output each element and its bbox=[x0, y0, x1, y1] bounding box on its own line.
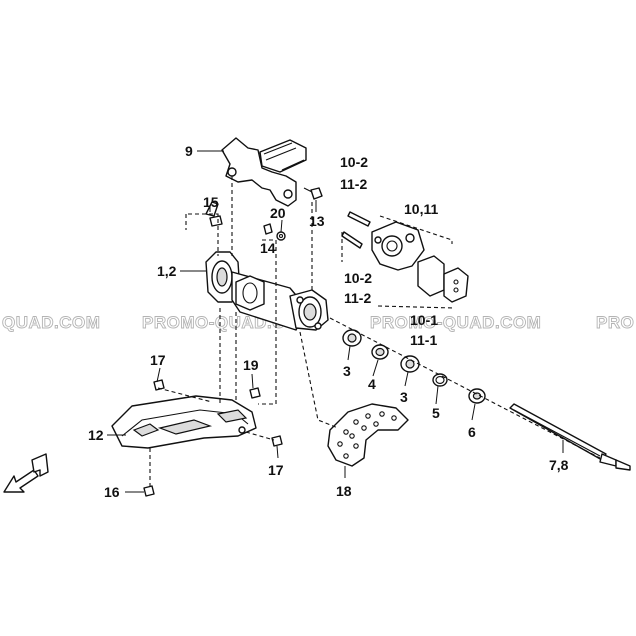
label-part-17-top: 17 bbox=[150, 352, 166, 368]
label-part-11-2-top: 11-2 bbox=[340, 176, 367, 192]
label-part-12: 12 bbox=[88, 427, 104, 443]
label-part-16: 16 bbox=[104, 484, 120, 500]
label-part-10-1: 10-1 bbox=[410, 312, 438, 328]
label-part-11-2-mid: 11-2 bbox=[344, 290, 371, 306]
label-part-10-11: 10,11 bbox=[404, 201, 438, 217]
assembly-lines bbox=[149, 176, 601, 486]
part-17-bolt-lower bbox=[271, 435, 283, 447]
watermark-segment-3: PROMO-QUAD.COM bbox=[370, 313, 541, 332]
label-part-5: 5 bbox=[432, 405, 440, 421]
label-part-4: 4 bbox=[368, 376, 376, 392]
part-labels: 9 15 20 14 13 10-2 11-2 10,11 1,2 10-2 1… bbox=[88, 143, 569, 500]
watermark-segment-1: QUAD.COM bbox=[2, 313, 100, 332]
label-part-7-8: 7,8 bbox=[549, 457, 569, 473]
label-part-10-2-top: 10-2 bbox=[340, 154, 368, 170]
label-part-14: 14 bbox=[260, 240, 276, 256]
label-part-9: 9 bbox=[185, 143, 193, 159]
label-part-15: 15 bbox=[203, 194, 219, 210]
direction-letter: F bbox=[34, 459, 43, 475]
part-10-2-pin-upper bbox=[347, 211, 371, 227]
label-part-3-left: 3 bbox=[343, 363, 351, 379]
label-part-13: 13 bbox=[309, 213, 325, 229]
part-1-2-axle-housing bbox=[205, 251, 329, 331]
part-18-brake-disc bbox=[327, 403, 409, 467]
part-10-11-caliper bbox=[371, 215, 469, 309]
watermark-segment-4: PRO bbox=[596, 313, 634, 332]
part-20-washer bbox=[276, 231, 286, 241]
label-part-20: 20 bbox=[270, 205, 286, 221]
part-13-bolt bbox=[303, 187, 323, 200]
part-17-bolt-upper bbox=[153, 379, 165, 391]
part-10-2-pin-lower bbox=[341, 231, 363, 249]
part-9-bracket bbox=[221, 137, 307, 207]
part-15-bolt bbox=[205, 201, 223, 227]
part-16-bolt bbox=[143, 485, 155, 497]
forward-direction-arrow: F bbox=[3, 453, 49, 493]
part-7-8-axle bbox=[509, 403, 631, 471]
part-12-skid-plate bbox=[111, 395, 257, 449]
part-5-o-ring bbox=[432, 373, 448, 387]
label-part-10-2-mid: 10-2 bbox=[344, 270, 372, 286]
label-part-19: 19 bbox=[243, 357, 259, 373]
part-19-bolt bbox=[249, 387, 261, 399]
label-part-3-right: 3 bbox=[400, 389, 408, 405]
part-3-seal-left bbox=[342, 329, 362, 347]
part-14-bolt bbox=[263, 223, 273, 235]
label-part-6: 6 bbox=[468, 424, 476, 440]
label-part-17-bottom: 17 bbox=[268, 462, 284, 478]
part-6-washer bbox=[468, 388, 486, 404]
part-3-seal-right bbox=[400, 355, 420, 373]
label-part-18: 18 bbox=[336, 483, 352, 499]
label-part-1-2: 1,2 bbox=[157, 263, 177, 279]
label-part-11-1: 11-1 bbox=[410, 332, 437, 348]
leader-lines bbox=[107, 150, 564, 493]
part-4-bearing bbox=[371, 344, 389, 360]
